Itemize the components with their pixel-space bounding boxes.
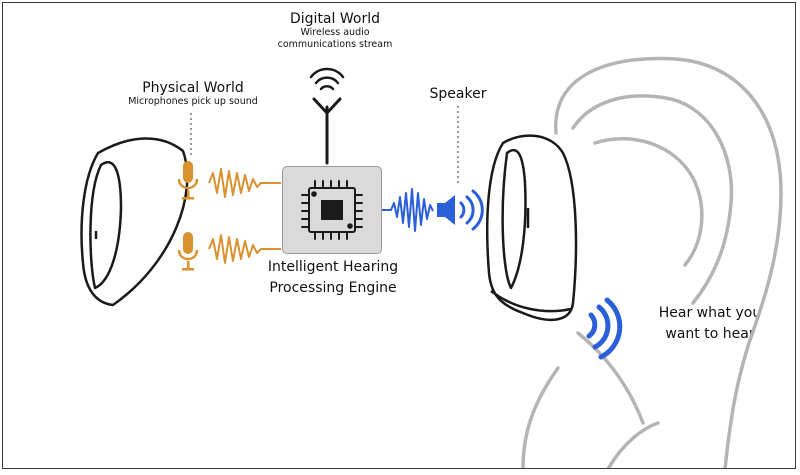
digital-world-title: Digital World [290, 11, 380, 27]
sound-waves-into-ear [586, 297, 623, 360]
hear-label-line-1: Hear what you [658, 305, 762, 321]
in-ear-earbud-device [486, 134, 578, 321]
physical-world-label: Physical World Microphones pick up sound [113, 80, 273, 108]
digital-world-label: Digital World Wireless audio communicati… [265, 11, 405, 51]
ear-outline [521, 56, 783, 468]
engine-label-line-1: Intelligent Hearing [267, 259, 399, 275]
digital-world-subtitle-2: communications stream [277, 39, 393, 50]
processor-chip-icon [301, 180, 363, 240]
wireless-signal-icon [309, 67, 345, 91]
microphone-icon-bottom [177, 232, 199, 271]
engine-label-line-2: Processing Engine [269, 280, 397, 296]
hear-label: Hear what you want to hear [650, 303, 770, 345]
digital-world-subtitle-1: Wireless audio [300, 27, 370, 38]
microphone-icon-top [177, 161, 199, 200]
antenna-icon [312, 97, 342, 165]
engine-label: Intelligent Hearing Processing Engine [248, 257, 418, 299]
physical-world-subtitle: Microphones pick up sound [128, 96, 258, 107]
audio-wave-to-speaker [382, 188, 434, 232]
diagram-frame: Digital World Wireless audio communicati… [2, 2, 796, 469]
diagram-artwork [80, 56, 783, 468]
sound-wave-top [208, 168, 281, 198]
sound-wave-bottom [208, 234, 281, 264]
left-earbud-device [80, 137, 189, 307]
processing-engine-box [282, 166, 382, 254]
hear-label-line-2: want to hear [665, 326, 755, 342]
physical-world-title: Physical World [142, 80, 244, 96]
speaker-label: Speaker [429, 86, 487, 102]
speaker-icon [437, 189, 484, 231]
